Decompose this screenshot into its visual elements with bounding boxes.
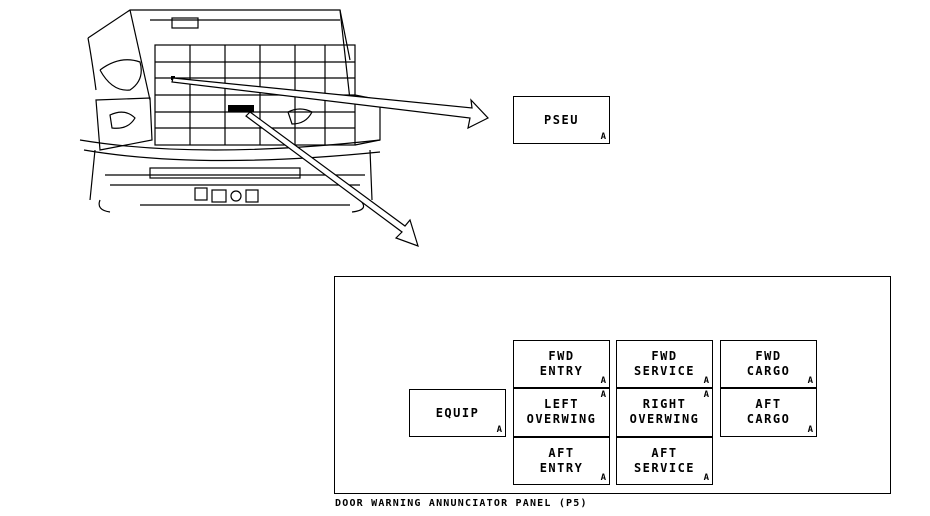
- light-aft-service-tag: A: [703, 473, 709, 483]
- light-fwd-entry-tag: A: [600, 376, 606, 386]
- light-fwd-cargo-tag: A: [807, 376, 813, 386]
- light-left-overwing-line1: LEFT: [544, 397, 579, 411]
- light-aft-service: AFT SERVICE A: [616, 437, 713, 485]
- light-equip-label: EQUIP: [435, 406, 480, 420]
- pseu-tag: A: [600, 132, 606, 142]
- light-left-overwing-tag: A: [600, 390, 606, 400]
- light-fwd-entry-line1: FWD: [548, 349, 575, 363]
- light-aft-entry-line1: AFT: [548, 446, 575, 460]
- light-aft-entry: AFT ENTRY A: [513, 437, 610, 485]
- light-aft-cargo-tag: A: [807, 425, 813, 435]
- light-aft-entry-tag: A: [600, 473, 606, 483]
- light-right-overwing: RIGHT OVERWING A: [616, 388, 713, 437]
- pseu-label: PSEU: [544, 113, 579, 127]
- light-aft-cargo: AFT CARGO A: [720, 388, 817, 437]
- light-fwd-cargo-line2: CARGO: [746, 364, 791, 378]
- light-fwd-cargo-line1: FWD: [755, 349, 782, 363]
- light-aft-cargo-line1: AFT: [755, 397, 782, 411]
- light-fwd-service-line2: SERVICE: [633, 364, 696, 378]
- light-left-overwing: LEFT OVERWING A: [513, 388, 610, 437]
- light-right-overwing-line1: RIGHT: [642, 397, 687, 411]
- light-aft-entry-line2: ENTRY: [539, 461, 584, 475]
- door-warning-annunciator-panel: [334, 276, 891, 494]
- panel-caption: DOOR WARNING ANNUNCIATOR PANEL (P5): [335, 498, 588, 509]
- light-fwd-cargo: FWD CARGO A: [720, 340, 817, 388]
- light-fwd-service-tag: A: [703, 376, 709, 386]
- light-fwd-service-line1: FWD: [651, 349, 678, 363]
- pseu-box: PSEU A: [513, 96, 610, 144]
- light-fwd-entry-line2: ENTRY: [539, 364, 584, 378]
- light-aft-cargo-line2: CARGO: [746, 412, 791, 426]
- light-equip-tag: A: [496, 425, 502, 435]
- light-fwd-entry: FWD ENTRY A: [513, 340, 610, 388]
- light-equip: EQUIP A: [409, 389, 506, 437]
- light-aft-service-line1: AFT: [651, 446, 678, 460]
- light-right-overwing-line2: OVERWING: [629, 412, 700, 426]
- light-fwd-service: FWD SERVICE A: [616, 340, 713, 388]
- light-left-overwing-line2: OVERWING: [526, 412, 597, 426]
- light-aft-service-line2: SERVICE: [633, 461, 696, 475]
- light-right-overwing-tag: A: [703, 390, 709, 400]
